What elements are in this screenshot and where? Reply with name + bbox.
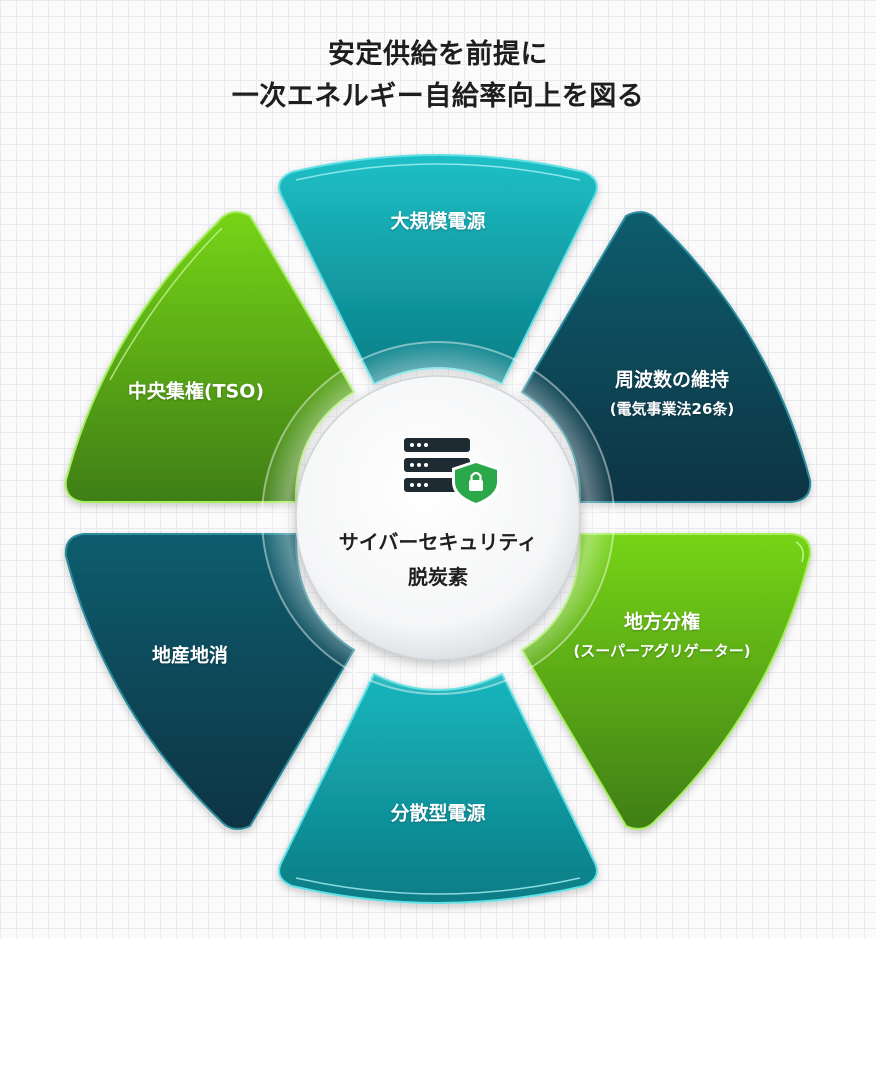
segment-top-label: 大規模電源 [390, 210, 486, 233]
segment-upper-left-label: 中央集権(TSO) [127, 380, 265, 403]
segment-bottom [278, 672, 598, 904]
center-label-line-1: サイバーセキュリティ [338, 530, 538, 554]
center-circle [296, 376, 580, 660]
center-label: サイバーセキュリティ 脱炭素 [339, 526, 537, 590]
center-label-line-2: 脱炭素 [408, 565, 468, 589]
title-line-1: 安定供給を前提に [328, 39, 548, 70]
segment-bottom-label: 分散型電源 [390, 802, 486, 825]
server-shield-icon [404, 438, 500, 506]
segment-lower-right-label: 地方分権 (スーパーアグリゲーター) [573, 611, 751, 660]
title-line-2: 一次エネルギー自給率向上を図る [231, 81, 645, 112]
segment-top [278, 154, 598, 386]
segment-upper-right-label: 周波数の維持 (電気事業法26条) [609, 369, 735, 418]
segment-lower-left-label: 地産地消 [151, 644, 229, 667]
